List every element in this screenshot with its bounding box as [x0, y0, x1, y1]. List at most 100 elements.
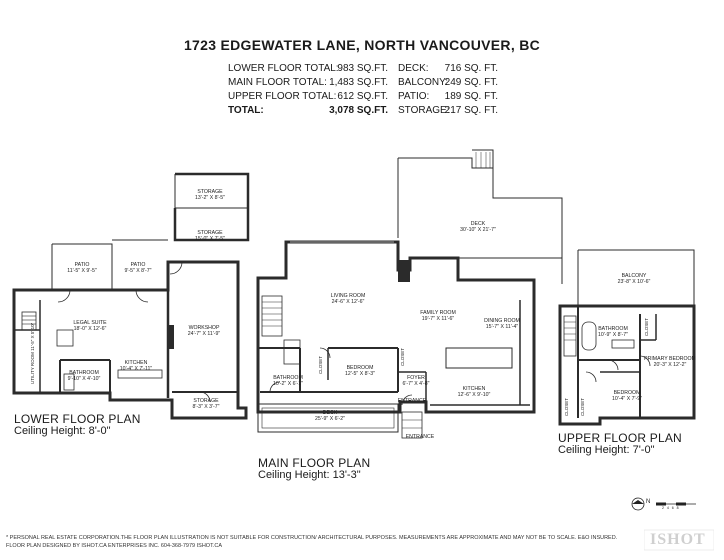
upper-floor-title: UPPER FLOOR PLAN — [558, 431, 682, 445]
room-label: DECK 25'-9" X 6'-2" — [306, 410, 354, 422]
room-dim: 11'-5" X 5'-10" — [30, 322, 35, 351]
room-name: BATHROOM — [598, 326, 628, 332]
closet-label: CLOSET — [564, 397, 569, 416]
room-dim: 6'-7" X 4'-8" — [402, 381, 430, 387]
room-label: BEDROOM 10'-4" X 7'-9" — [602, 390, 652, 402]
room-dim: 15'-0" X 7'-5" — [195, 236, 225, 242]
room-dim: 10'-2" X 6'-1" — [273, 381, 303, 387]
lower-floor-ceiling: Ceiling Height: 8'-0" — [14, 425, 111, 437]
room-name: PRIMARY BEDROOM — [644, 356, 696, 362]
room-name: BATHROOM — [69, 370, 99, 376]
closet-label: CLOSET — [644, 317, 649, 336]
room-label: PRIMARY BEDROOM 20'-3" X 12'-2" — [642, 356, 698, 368]
area-label: TOTAL: — [228, 105, 264, 116]
room-dim: 24'-6" X 12'-6" — [331, 299, 365, 305]
area-label: DECK: — [398, 63, 429, 74]
room-label: STORAGE 15'-0" X 7'-5" — [186, 230, 234, 242]
ishot-logo: ISHOT — [643, 528, 715, 552]
area-value: 716 SQ. FT. — [444, 63, 498, 74]
room-dim: 15'-7" X 11'-4" — [485, 324, 519, 330]
room-name: DECK — [322, 410, 338, 416]
room-name: FAMILY ROOM — [420, 310, 456, 316]
area-value: 1,483 SQ.FT. — [329, 77, 388, 88]
area-value: 249 SQ. FT. — [444, 77, 498, 88]
area-label: PATIO: — [398, 91, 430, 102]
area-label: STORAGE: — [398, 105, 450, 116]
room-name: STORAGE — [197, 230, 223, 236]
main-floor-plan — [256, 149, 563, 439]
room-dim: 11'-5" X 9'-5" — [67, 268, 97, 274]
room-label: PATIO 11'-5" X 9'-5" — [58, 262, 106, 274]
upper-floor-ceiling: Ceiling Height: 7'-0" — [558, 444, 655, 456]
room-label: STORAGE 8'-3" X 3'-7" — [182, 398, 230, 410]
room-label: KITCHEN 12'-6" X 9'-10" — [446, 386, 502, 398]
room-name: PATIO — [74, 262, 90, 268]
room-label: BATHROOM 10'-9" X 8'-7" — [588, 326, 638, 338]
room-dim: 10'-9" X 8'-7" — [598, 332, 628, 338]
area-value: 612 SQ.FT. — [337, 91, 388, 102]
lower-floor-title: LOWER FLOOR PLAN — [14, 412, 141, 426]
north-letter: N — [646, 499, 651, 505]
room-dim: 18'-0" X 12'-6" — [73, 326, 107, 332]
room-label: FOYER 6'-7" X 4'-8" — [396, 375, 436, 387]
room-label: BATHROOM 10'-2" X 6'-1" — [264, 375, 312, 387]
disclaimer-footer: * PERSONAL REAL ESTATE CORPORATION.THE F… — [6, 534, 617, 550]
entrance-label: ENTRANCE — [405, 434, 435, 440]
room-name: STORAGE — [193, 398, 219, 404]
area-row: UPPER FLOOR TOTAL: 612 SQ.FT. — [228, 90, 388, 103]
area-row: BALCONY: 249 SQ. FT. — [398, 76, 498, 89]
room-label: BEDROOM 12'-5" X 8'-3" — [336, 365, 384, 377]
room-label: LEGAL SUITE 18'-0" X 12'-6" — [62, 320, 118, 332]
room-name: LEGAL SUITE — [73, 320, 107, 326]
room-label: FAMILY ROOM 19'-7" X 11'-6" — [410, 310, 466, 322]
main-floor-ceiling: Ceiling Height: 13'-3" — [258, 469, 361, 481]
room-label: DECK 30'-10" X 21'-7" — [450, 221, 506, 233]
room-label: BATHROOM 9'-10" X 4'-10" — [60, 370, 108, 382]
disclaimer-line: * PERSONAL REAL ESTATE CORPORATION.THE F… — [6, 535, 618, 541]
main-floor-title: MAIN FLOOR PLAN — [258, 456, 371, 470]
area-row-total: TOTAL: 3,078 SQ.FT. — [228, 104, 388, 117]
room-label: STORAGE 13'-2" X 8'-5" — [186, 189, 234, 201]
area-label: LOWER FLOOR TOTAL: — [228, 63, 339, 74]
room-name: DINING ROOM — [484, 318, 520, 324]
area-value: 189 SQ. FT. — [444, 91, 498, 102]
area-value: 983 SQ.FT. — [337, 63, 388, 74]
room-dim: 9'-5" X 8'-7" — [124, 268, 152, 274]
designer-line: FLOOR PLAN DESIGNED BY ISHOT.CA ENTERPRI… — [6, 543, 222, 549]
area-row: PATIO: 189 SQ. FT. — [398, 90, 498, 103]
room-dim: 12'-6" X 9'-10" — [457, 392, 491, 398]
closet-label: CLOSET — [318, 355, 323, 374]
room-dim: 23'-8" X 10'-6" — [617, 279, 651, 285]
area-label: UPPER FLOOR TOTAL: — [228, 91, 337, 102]
room-name: STORAGE — [197, 189, 223, 195]
closet-label: CLOSET — [580, 397, 585, 416]
area-row: DECK: 716 SQ. FT. — [398, 62, 498, 75]
area-row: LOWER FLOOR TOTAL: 983 SQ.FT. — [228, 62, 388, 75]
room-label: WORKSHOP 24'-7" X 11'-9" — [176, 325, 232, 337]
area-row: STORAGE: 217 SQ. FT. — [398, 104, 498, 117]
room-dim: 20'-3" X 12'-2" — [653, 362, 687, 368]
room-name: BATHROOM — [273, 375, 303, 381]
room-label: DINING ROOM 15'-7" X 11'-4" — [474, 318, 530, 330]
north-arrow-scale: N 2 4 6 8 — [630, 496, 700, 512]
room-name: KITCHEN — [462, 386, 486, 392]
room-dim: 24'-7" X 11'-9" — [187, 331, 221, 337]
area-row: MAIN FLOOR TOTAL: 1,483 SQ.FT. — [228, 76, 388, 89]
room-label-vertical: UTILITY ROOM 11'-5" X 5'-10" — [30, 323, 35, 384]
brand-text: ISHOT — [650, 531, 706, 548]
area-value: 217 SQ. FT. — [444, 105, 498, 116]
area-label: BALCONY: — [398, 77, 449, 88]
room-name: FOYER — [407, 375, 425, 381]
room-name: BALCONY — [621, 273, 647, 279]
scale-marks: 2 4 6 8 — [662, 506, 679, 510]
room-dim: 12'-5" X 8'-3" — [345, 371, 375, 377]
room-name: BEDROOM — [613, 390, 641, 396]
room-name: UTILITY ROOM — [30, 352, 35, 384]
closet-label: CLOSET — [400, 347, 405, 366]
room-name: BEDROOM — [346, 365, 374, 371]
upper-floor-plan — [558, 249, 696, 426]
room-name: PATIO — [130, 262, 146, 268]
room-dim: 25'-9" X 6'-2" — [315, 416, 345, 422]
room-name: LIVING ROOM — [330, 293, 366, 299]
room-label: LIVING ROOM 24'-6" X 12'-6" — [320, 293, 376, 305]
